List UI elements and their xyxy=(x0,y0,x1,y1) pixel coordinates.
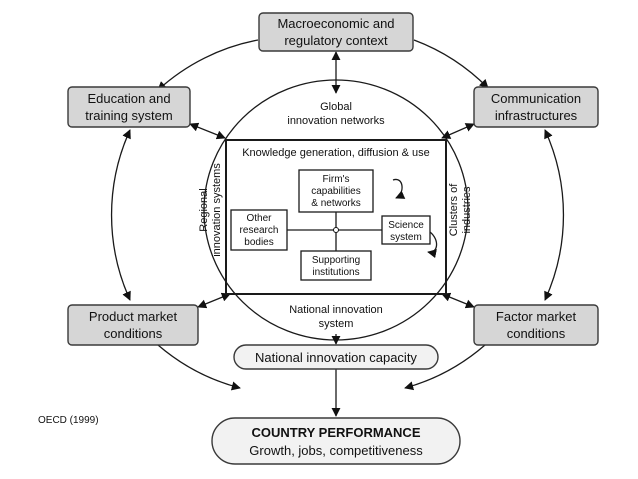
communication-line1: Communication xyxy=(491,91,581,106)
education-box: Education and training system xyxy=(67,86,191,128)
firms-line1: Firm's xyxy=(323,174,350,185)
macro-box: Macroeconomic and regulatory context xyxy=(258,12,414,52)
science-box: Science system xyxy=(381,215,431,245)
performance-title: COUNTRY PERFORMANCE xyxy=(251,425,420,440)
capacity-label: National innovation capacity xyxy=(255,350,417,365)
factor-line2: conditions xyxy=(507,326,566,341)
inner-connectors xyxy=(287,178,438,259)
product-market-box: Product market conditions xyxy=(67,304,199,346)
knowledge-title: Knowledge generation, diffusion & use xyxy=(242,147,430,159)
other-line3: bodies xyxy=(244,237,273,248)
clusters-line1: Clusters of xyxy=(448,183,460,237)
clusters-line2: industries xyxy=(461,186,473,234)
science-line1: Science xyxy=(388,220,424,231)
global-line1: Global xyxy=(320,101,352,113)
national-line2: system xyxy=(319,318,354,330)
factor-line1: Factor market xyxy=(496,309,577,324)
source-label: OECD (1999) xyxy=(38,415,99,426)
other-research-box: Other research bodies xyxy=(230,209,288,251)
supporting-box: Supporting institutions xyxy=(300,250,372,281)
other-line2: research xyxy=(240,225,279,236)
firms-line3: & networks xyxy=(311,198,360,209)
product-line2: conditions xyxy=(104,326,163,341)
macro-line2: regulatory context xyxy=(284,33,388,48)
other-line1: Other xyxy=(246,213,272,224)
communication-box: Communication infrastructures xyxy=(473,86,599,128)
national-line1: National innovation xyxy=(289,304,383,316)
education-line2: training system xyxy=(85,108,172,123)
performance-box: COUNTRY PERFORMANCE Growth, jobs, compet… xyxy=(211,417,461,465)
product-line1: Product market xyxy=(89,309,178,324)
capacity-box: National innovation capacity xyxy=(233,344,439,370)
regional-line2: innovation systems xyxy=(211,163,223,257)
supporting-line1: Supporting xyxy=(312,255,360,266)
education-line1: Education and xyxy=(87,91,170,106)
communication-line2: infrastructures xyxy=(495,108,578,123)
knowledge-frame xyxy=(225,139,447,295)
performance-subtitle: Growth, jobs, competitiveness xyxy=(249,443,423,458)
factor-market-box: Factor market conditions xyxy=(473,304,599,346)
firms-box: Firm's capabilities & networks xyxy=(298,169,374,213)
regional-line1: Regional xyxy=(198,188,210,231)
macro-line1: Macroeconomic and xyxy=(277,16,394,31)
global-line2: innovation networks xyxy=(287,115,385,127)
outer-circle xyxy=(110,39,565,391)
supporting-line2: institutions xyxy=(312,267,359,278)
firms-line2: capabilities xyxy=(311,186,360,197)
science-line2: system xyxy=(390,232,422,243)
connector-arrows xyxy=(189,51,475,417)
